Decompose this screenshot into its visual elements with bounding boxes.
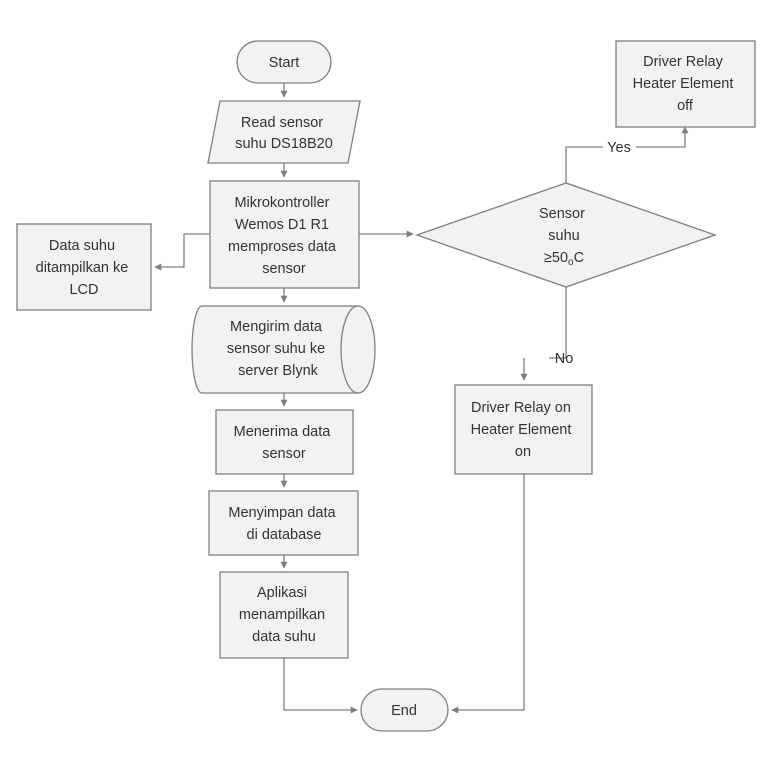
mikrokontroller-label: Mikrokontroller Wemos D1 R1 memproses da… bbox=[228, 195, 340, 277]
lcd-box bbox=[16, 223, 152, 311]
node-terima: Menerima data sensor bbox=[215, 409, 354, 475]
aplikasi-label: Aplikasi menampilkan data suhu bbox=[239, 585, 329, 645]
simpan-box bbox=[208, 490, 359, 556]
relay-on-label: Driver Relay on Heater Element on bbox=[471, 400, 576, 460]
node-lcd: Data suhu ditampilkan ke LCD bbox=[16, 223, 152, 311]
node-end: End bbox=[360, 688, 449, 732]
node-relay-off: Driver Relay Heater Element off bbox=[615, 40, 756, 128]
end-label: End bbox=[391, 703, 417, 719]
decision-threshold-degree: o bbox=[568, 257, 574, 268]
decision-label: Sensor suhu bbox=[539, 206, 589, 244]
lcd-label: Data suhu ditampilkan ke LCD bbox=[36, 238, 133, 298]
relay-off-box bbox=[615, 40, 756, 128]
node-aplikasi: Aplikasi menampilkan data suhu bbox=[219, 571, 349, 659]
node-relay-on: Driver Relay on Heater Element on bbox=[454, 384, 593, 475]
edge-yes-continuation bbox=[636, 126, 689, 148]
simpan-label: Menyimpan data di database bbox=[228, 505, 339, 543]
node-start: Start bbox=[236, 40, 332, 84]
edge-decision-no-to-relayon bbox=[549, 287, 567, 359]
node-simpan: Menyimpan data di database bbox=[208, 490, 359, 556]
node-read-sensor: Read sensor suhu DS18B20 bbox=[207, 100, 361, 164]
decision-diamond bbox=[415, 182, 717, 288]
start-label: Start bbox=[269, 55, 300, 71]
edge-mikro-to-lcd bbox=[154, 233, 210, 271]
relay-off-label: Driver Relay Heater Element off bbox=[633, 54, 738, 114]
node-mikrokontroller: Mikrokontroller Wemos D1 R1 memproses da… bbox=[209, 180, 360, 289]
end-terminal bbox=[360, 688, 449, 732]
read-sensor-parallelogram bbox=[207, 100, 361, 164]
aplikasi-box bbox=[219, 571, 349, 659]
edge-decision-yes-to-relayoff bbox=[565, 146, 603, 183]
node-decision: Sensor suhu ≥50oC bbox=[415, 182, 717, 288]
edge-aplikasi-to-end bbox=[283, 658, 358, 714]
mikrokontroller-box bbox=[209, 180, 360, 289]
edge-label-no: No bbox=[555, 351, 574, 367]
edges bbox=[154, 83, 689, 714]
kirim-label: Mengirim data sensor suhu ke server Blyn… bbox=[227, 319, 329, 379]
start-terminal bbox=[236, 40, 332, 84]
decision-threshold-operator: ≥ bbox=[544, 250, 552, 266]
terima-box bbox=[215, 409, 354, 475]
edge-relayon-to-end bbox=[451, 474, 525, 714]
kirim-inner-curve bbox=[340, 305, 359, 394]
edge-label-yes: Yes bbox=[607, 140, 631, 156]
terima-label: Menerima data sensor bbox=[234, 424, 335, 462]
decision-threshold-unit: C bbox=[574, 250, 584, 266]
read-sensor-label: Read sensor suhu DS18B20 bbox=[235, 115, 333, 152]
decision-threshold: ≥50oC bbox=[544, 250, 584, 268]
decision-threshold-value: 50 bbox=[552, 250, 568, 266]
relay-on-box bbox=[454, 384, 593, 475]
node-kirim: Mengirim data sensor suhu ke server Blyn… bbox=[191, 305, 376, 394]
